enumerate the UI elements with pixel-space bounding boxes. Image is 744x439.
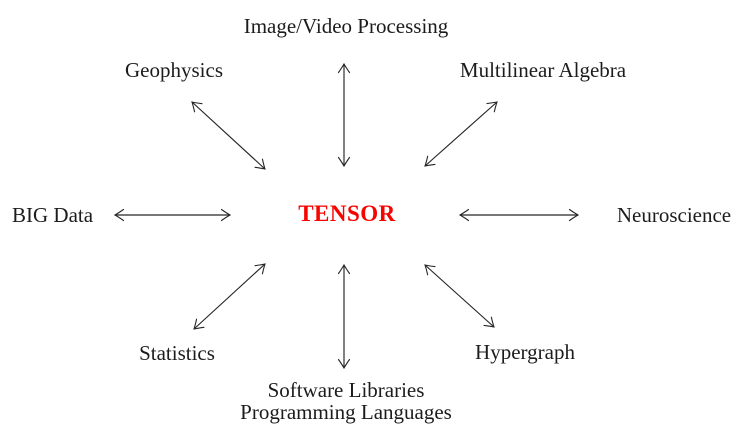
- arrow-up-right: [424, 101, 498, 167]
- center-node-tensor: TENSOR: [298, 201, 396, 226]
- node-neuroscience: Neuroscience: [616, 203, 732, 227]
- node-hypergraph: Hypergraph: [475, 340, 575, 364]
- arrow-down-right: [424, 264, 495, 328]
- node-image-video-processing: Image/Video Processing: [243, 14, 449, 38]
- node-statistics: Statistics: [139, 341, 215, 365]
- node-geophysics: Geophysics: [125, 58, 223, 82]
- arrow-down-left: [193, 263, 266, 330]
- node-big-data: BIG Data: [12, 203, 94, 227]
- arrow-up-left: [191, 101, 266, 170]
- node-software-libraries: Software Libraries Programming Languages: [240, 379, 452, 423]
- node-software-libraries-line1: Software Libraries: [267, 378, 425, 402]
- node-software-libraries-line2: Programming Languages: [240, 400, 452, 424]
- node-multilinear-algebra: Multilinear Algebra: [459, 58, 627, 82]
